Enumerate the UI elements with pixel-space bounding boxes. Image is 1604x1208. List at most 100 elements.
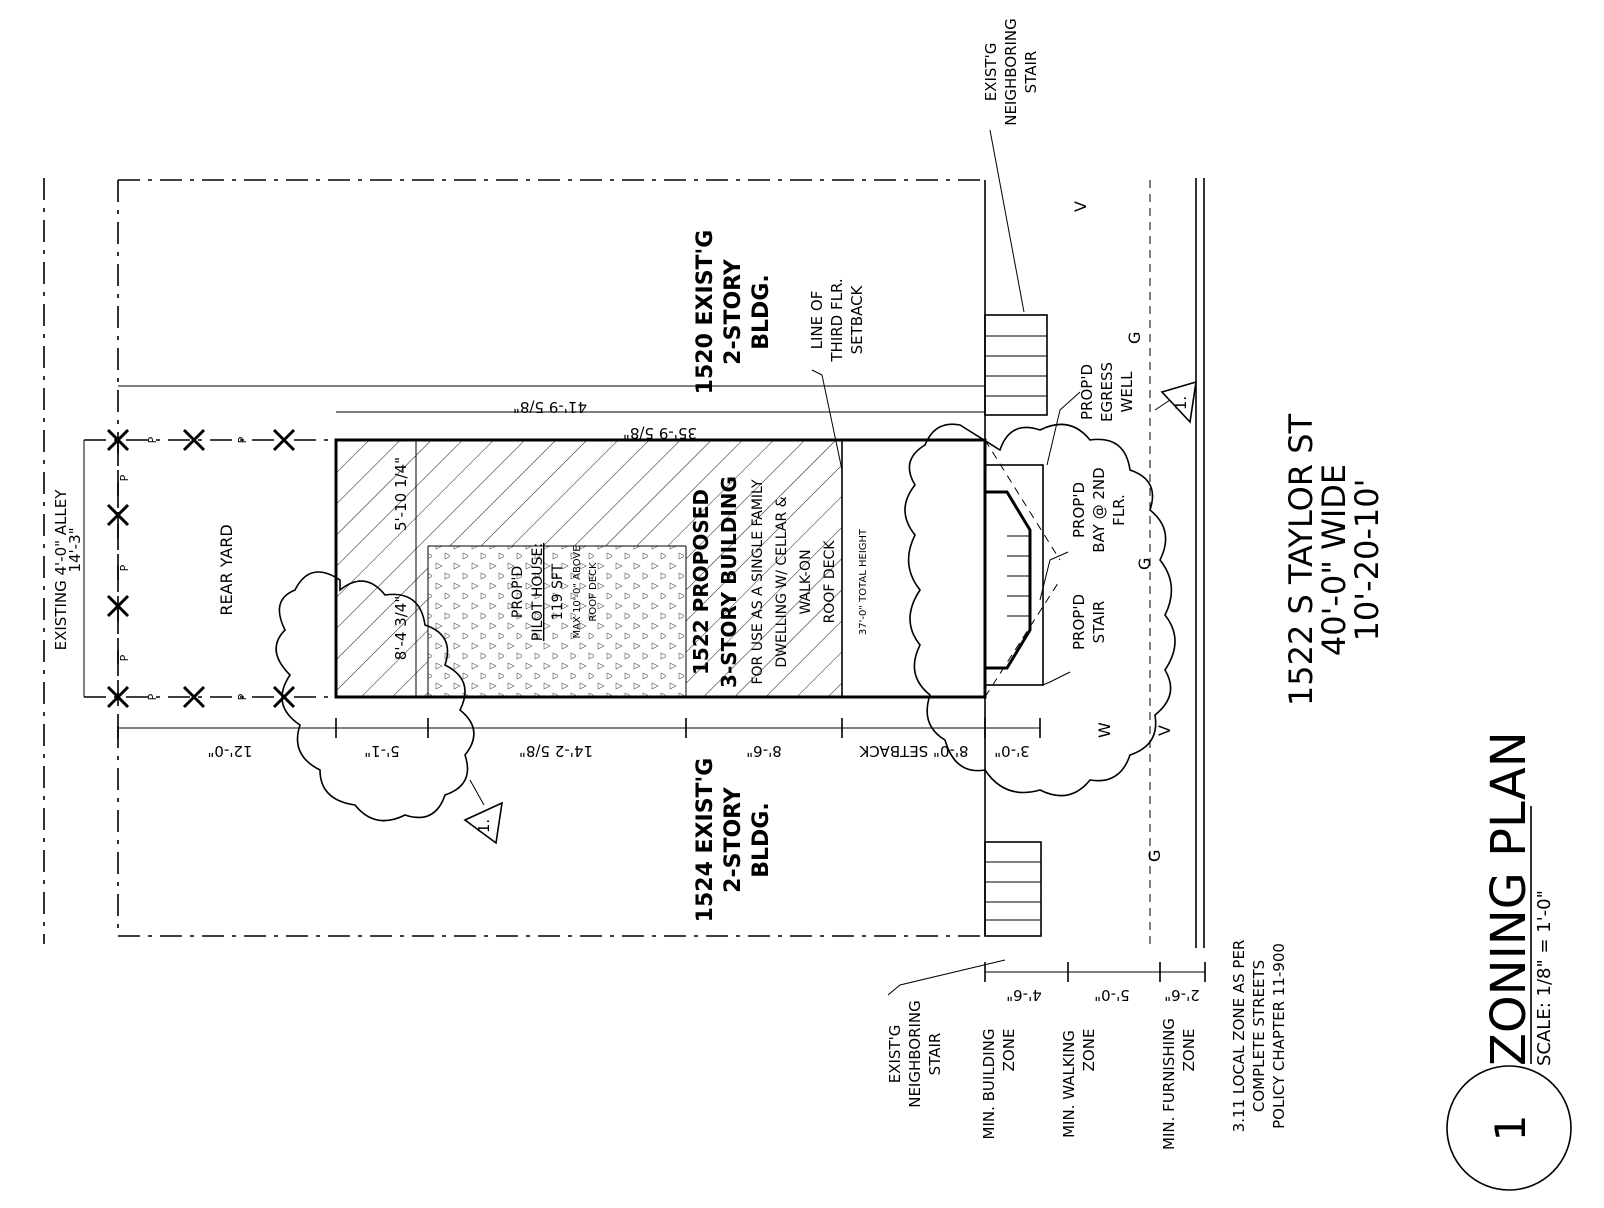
drawing-scale: SCALE: 1/8" = 1'-0" bbox=[1534, 890, 1555, 1066]
svg-text:SETBACK: SETBACK bbox=[848, 284, 866, 354]
dim-side2: 8'-4 3/4" bbox=[392, 596, 410, 660]
stair-label: PROP'D STAIR bbox=[1070, 594, 1108, 650]
leader-lines bbox=[469, 129, 1171, 996]
svg-text:P: P bbox=[236, 436, 249, 443]
svg-text:BLDG.: BLDG. bbox=[749, 802, 774, 877]
svg-text:ZONE: ZONE bbox=[1000, 1029, 1018, 1072]
svg-text:P: P bbox=[118, 564, 131, 571]
street-section: 10'-20-10' bbox=[1348, 479, 1386, 642]
svg-text:P: P bbox=[236, 693, 249, 700]
svg-text:EXISTING 4'-0" ALLEY: EXISTING 4'-0" ALLEY bbox=[52, 489, 70, 651]
svg-text:MIN. BUILDING: MIN. BUILDING bbox=[980, 1029, 998, 1140]
svg-text:STAIR: STAIR bbox=[1022, 51, 1040, 94]
dim-side1: 5'-10 1/4" bbox=[392, 457, 410, 531]
svg-text:COMPLETE STREETS: COMPLETE STREETS bbox=[1250, 960, 1268, 1112]
proposed-building-label: 1522 PROPOSED 3-STORY BUILDING FOR USE A… bbox=[689, 476, 869, 688]
svg-text:POLICY CHAPTER 11-900: POLICY CHAPTER 11-900 bbox=[1270, 943, 1288, 1129]
svg-text:EXIST'G: EXIST'G bbox=[886, 1025, 904, 1084]
svg-text:2-STORY: 2-STORY bbox=[721, 786, 746, 893]
svg-text:MIN. WALKING: MIN. WALKING bbox=[1060, 1030, 1078, 1138]
dimension-lines bbox=[83, 385, 1206, 982]
dim-d1: 5'-1" bbox=[364, 742, 400, 760]
svg-text:2'-6": 2'-6" bbox=[1164, 986, 1200, 1004]
svg-text:STAIR: STAIR bbox=[1090, 601, 1108, 644]
dim-setback: 8'-0" SETBACK bbox=[858, 742, 968, 760]
revision-label-2: 1. bbox=[1172, 396, 1190, 410]
title-block: 1 ZONING PLAN SCALE: 1/8" = 1'-0" bbox=[1446, 731, 1572, 1191]
street-zone-labels: 4'-6" 5'-0" 2'-6" MIN. BUILDING ZONE MIN… bbox=[980, 940, 1288, 1150]
alley-label: EXISTING 4'-0" ALLEY 14'-3" bbox=[52, 489, 84, 651]
dimension-text: 41'-9 5/8" 35'-9 5/8" 12'-0" 5'-1" 14'-2… bbox=[207, 398, 1029, 760]
svg-text:37'-0" TOTAL HEIGHT: 37'-0" TOTAL HEIGHT bbox=[858, 528, 869, 635]
svg-text:ROOF DECK: ROOF DECK bbox=[588, 562, 599, 622]
street-label: 1522 S TAYLOR ST 40'-0" WIDE 10'-20-10' bbox=[1282, 413, 1386, 706]
svg-text:14'-3": 14'-3" bbox=[66, 527, 84, 572]
svg-text:BAY @ 2ND: BAY @ 2ND bbox=[1090, 467, 1108, 552]
svg-text:MAX 10'-0" ABOVE: MAX 10'-0" ABOVE bbox=[572, 545, 583, 638]
drawing-title: ZONING PLAN bbox=[1481, 731, 1537, 1066]
svg-text:1524 EXIST'G: 1524 EXIST'G bbox=[693, 758, 718, 923]
svg-text:ROOF DECK: ROOF DECK bbox=[822, 540, 838, 624]
svg-text:5'-0": 5'-0" bbox=[1094, 986, 1130, 1004]
svg-text:P: P bbox=[146, 693, 159, 700]
neighbor-stair-top-label: EXIST'G NEIGHBORING STAIR bbox=[982, 18, 1040, 126]
svg-text:G: G bbox=[1135, 558, 1154, 570]
svg-text:FOR USE AS A SINGLE FAMILY: FOR USE AS A SINGLE FAMILY bbox=[750, 479, 766, 685]
svg-text:STAIR: STAIR bbox=[926, 1033, 944, 1076]
neighbor-stair-bottom-label: EXIST'G NEIGHBORING STAIR bbox=[886, 1000, 944, 1108]
svg-text:EXIST'G: EXIST'G bbox=[982, 43, 1000, 102]
svg-text:3-STORY BUILDING: 3-STORY BUILDING bbox=[717, 476, 741, 688]
dim-rear: 12'-0" bbox=[207, 742, 252, 760]
svg-text:PROP'D: PROP'D bbox=[510, 566, 526, 618]
front-elements bbox=[984, 314, 1061, 937]
egress-well-label: PROP'D EGRESS WELL bbox=[1078, 362, 1136, 422]
revision-marker-1[interactable]: 1. bbox=[463, 801, 504, 845]
svg-text:V: V bbox=[1155, 725, 1174, 736]
svg-text:NEIGHBORING: NEIGHBORING bbox=[906, 1000, 924, 1108]
svg-text:LINE OF: LINE OF bbox=[808, 291, 826, 350]
neighbor-south: 1524 EXIST'G 2-STORY BLDG. bbox=[693, 758, 774, 923]
dim-building: 35'-9 5/8" bbox=[623, 424, 697, 442]
svg-text:PROP'D: PROP'D bbox=[1078, 364, 1096, 420]
svg-text:G: G bbox=[1145, 850, 1164, 862]
svg-text:FLR.: FLR. bbox=[1110, 494, 1128, 526]
dim-overall: 41'-9 5/8" bbox=[513, 398, 587, 416]
svg-text:MIN. FURNISHING: MIN. FURNISHING bbox=[1160, 1018, 1178, 1150]
svg-text:NEIGHBORING: NEIGHBORING bbox=[1002, 18, 1020, 126]
revision-marker-2[interactable]: 1. bbox=[1160, 380, 1197, 424]
svg-text:PROP'D: PROP'D bbox=[1070, 594, 1088, 650]
svg-text:W: W bbox=[1095, 722, 1114, 738]
svg-text:PILOT HOUSE:: PILOT HOUSE: bbox=[530, 543, 546, 641]
revision-label: 1. bbox=[475, 819, 493, 833]
svg-text:119 SFT: 119 SFT bbox=[550, 563, 566, 620]
proposed-building bbox=[334, 438, 987, 699]
svg-text:1522 PROPOSED: 1522 PROPOSED bbox=[689, 489, 713, 675]
svg-text:WELL: WELL bbox=[1118, 371, 1136, 413]
bay-label: PROP'D BAY @ 2ND FLR. bbox=[1070, 467, 1128, 552]
tree-clouds bbox=[275, 423, 1176, 822]
svg-text:THIRD FLR.: THIRD FLR. bbox=[828, 278, 846, 362]
svg-text:P: P bbox=[118, 654, 131, 661]
svg-text:PROP'D: PROP'D bbox=[1070, 482, 1088, 538]
dim-d2: 14'-2 5/8" bbox=[519, 742, 593, 760]
drawing-number: 1 bbox=[1486, 1115, 1535, 1142]
svg-text:ZONE: ZONE bbox=[1180, 1029, 1198, 1072]
svg-text:G: G bbox=[1125, 332, 1144, 344]
svg-text:V: V bbox=[1071, 201, 1090, 212]
svg-text:4'-6": 4'-6" bbox=[1006, 986, 1042, 1004]
neighbor-north: 1520 EXIST'G 2-STORY BLDG. bbox=[693, 230, 774, 395]
pilot-house-label: PROP'D PILOT HOUSE: 119 SFT MAX 10'-0" A… bbox=[510, 543, 599, 641]
third-floor-setback-label: LINE OF THIRD FLR. SETBACK bbox=[808, 278, 866, 362]
svg-text:1520 EXIST'G: 1520 EXIST'G bbox=[693, 230, 718, 395]
dim-d3: 8'-6" bbox=[746, 742, 782, 760]
utility-markers: V G G W V G P P P P P P P bbox=[118, 201, 1174, 862]
svg-text:P: P bbox=[146, 436, 159, 443]
svg-text:2-STORY: 2-STORY bbox=[721, 258, 746, 365]
svg-text:ZONE: ZONE bbox=[1080, 1029, 1098, 1072]
svg-text:DWELLING W/ CELLAR &: DWELLING W/ CELLAR & bbox=[774, 496, 790, 667]
svg-text:BLDG.: BLDG. bbox=[749, 274, 774, 349]
street-name: 1522 S TAYLOR ST bbox=[1282, 413, 1320, 706]
svg-text:P: P bbox=[118, 474, 131, 481]
rear-yard-label: REAR YARD bbox=[217, 524, 236, 615]
